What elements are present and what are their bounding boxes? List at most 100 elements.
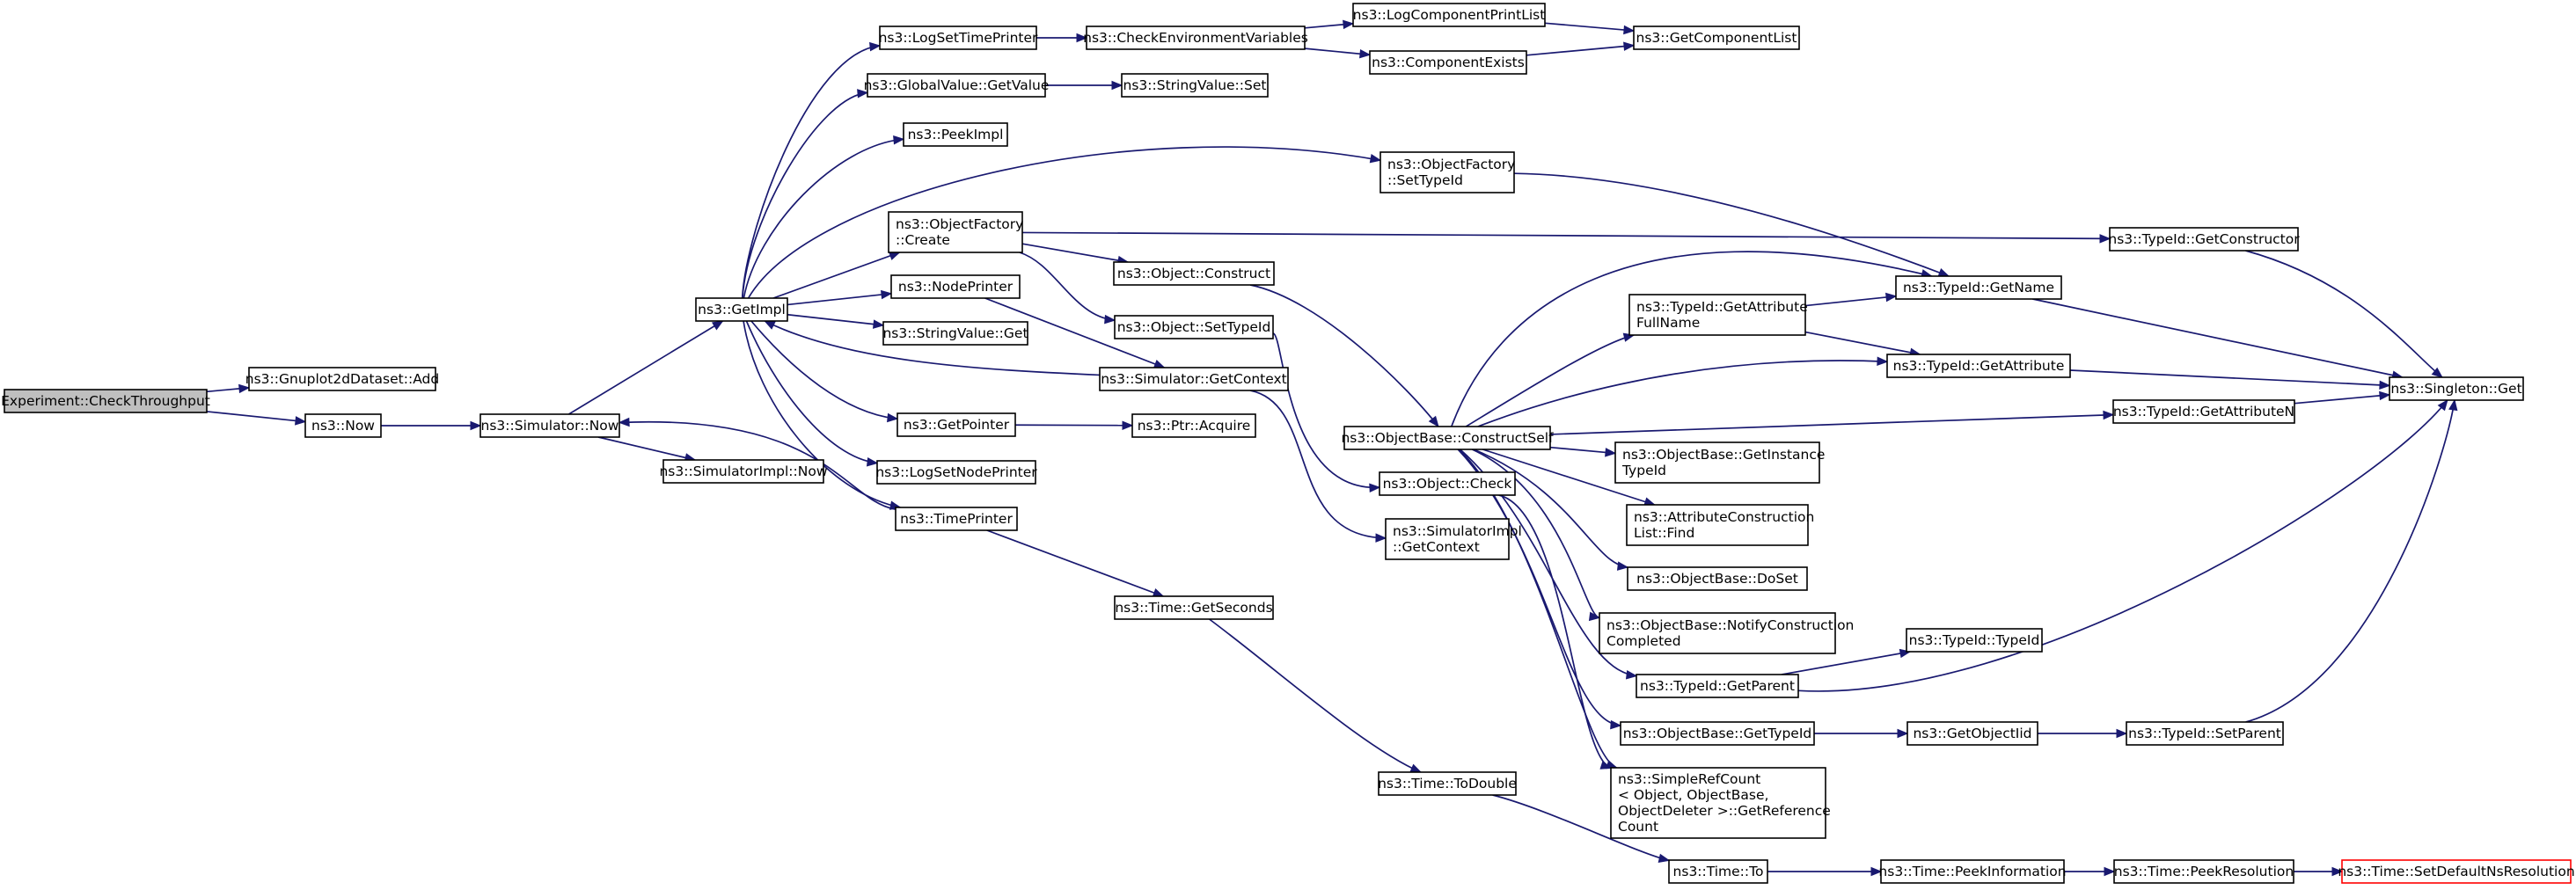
node-box: [2112, 399, 2295, 424]
edge-type-id-get-name-to-singleton-get: [2032, 298, 2403, 378]
node-log-set-node-printer[interactable]: ns3::LogSetNodePrinter: [875, 460, 1037, 485]
node-string-value-set[interactable]: ns3::StringValue::Set: [1121, 73, 1269, 98]
node-box: [695, 297, 788, 322]
node-sim-impl-get-context[interactable]: ns3::SimulatorImpl::GetContext: [1385, 518, 1522, 560]
node-object-base-get-type-id[interactable]: ns3::ObjectBase::GetTypeId: [1620, 721, 1815, 746]
node-box: [1620, 721, 1815, 746]
node-global-value-get-value[interactable]: ns3::GlobalValue::GetValue: [864, 73, 1050, 98]
node-object-set-type-id[interactable]: ns3::Object::SetTypeId: [1114, 315, 1274, 339]
node-box: [876, 460, 1036, 485]
edge-object-check-to-simple-ref-count-get-reference-count: [1498, 494, 1612, 770]
node-label-line: ns3::Gnuplot2dDataset::Add: [245, 371, 439, 387]
node-type-id-get-name[interactable]: ns3::TypeId::GetName: [1895, 275, 2062, 300]
node-label-line: FullName: [1636, 315, 1700, 331]
node-box: [879, 26, 1037, 50]
node-type-id-get-constructor[interactable]: ns3::TypeId::GetConstructor: [2108, 227, 2300, 252]
node-string-value-get[interactable]: ns3::StringValue::Get: [882, 321, 1028, 346]
node-box: [1895, 275, 2062, 300]
node-object-check[interactable]: ns3::Object::Check: [1379, 471, 1516, 496]
node-time-peek-resolution[interactable]: ns3::Time::PeekResolution: [2113, 859, 2294, 884]
edge-arrowhead: [1605, 448, 1617, 457]
node-type-id-type-id[interactable]: ns3::TypeId::TypeId: [1906, 628, 2043, 653]
edge-object-base-construct-self-to-type-id-get-attribute-n: [1549, 413, 2114, 435]
node-label-line: ns3::Object::Construct: [1117, 266, 1270, 281]
node-label-line: ns3::Object::Check: [1383, 476, 1512, 492]
node-box: [1627, 566, 1808, 591]
node-box: [1668, 859, 1768, 884]
node-label-line: List::Find: [1634, 525, 1694, 541]
node-label-line: ns3::PeekImpl: [908, 127, 1004, 142]
edge-arrowhead: [1153, 359, 1166, 368]
node-time-to[interactable]: ns3::Time::To: [1668, 859, 1768, 884]
edge-type-id-get-constructor-to-singleton-get: [2245, 250, 2443, 378]
edge-sim-now-to-get-impl: [568, 320, 723, 415]
edge-arrowhead: [618, 417, 630, 427]
edge-arrowhead: [1610, 719, 1622, 730]
node-object-construct[interactable]: ns3::Object::Construct: [1113, 261, 1275, 286]
edge-time-get-seconds-to-time-to-double: [1209, 618, 1422, 773]
node-label-line: ns3::Time::GetSeconds: [1115, 600, 1272, 616]
node-label-line: ns3::Simulator::GetContext: [1101, 371, 1287, 387]
node-singleton-get[interactable]: ns3::Singleton::Get: [2389, 376, 2524, 401]
node-object-base-do-set[interactable]: ns3::ObjectBase::DoSet: [1627, 566, 1808, 591]
node-label-line: ns3::AttributeConstruction: [1634, 509, 1814, 525]
node-get-object-iid[interactable]: ns3::GetObjectIid: [1906, 721, 2038, 746]
edge-arrowhead: [1658, 853, 1671, 863]
node-label-line: ns3::TypeId::GetName: [1903, 280, 2054, 295]
node-box: [479, 413, 620, 438]
node-label-line: ns3::SimpleRefCount: [1618, 771, 1760, 787]
node-label-line: ::SetTypeId: [1387, 172, 1463, 188]
node-type-id-get-attribute[interactable]: ns3::TypeId::GetAttribute: [1886, 354, 2071, 378]
node-sim-now[interactable]: ns3::Simulator::Now: [479, 413, 620, 438]
edge-object-factory-create-to-object-construct: [1021, 243, 1129, 263]
node-component-exists[interactable]: ns3::ComponentExists: [1369, 50, 1527, 75]
node-ptr-acquire[interactable]: ns3::Ptr::Acquire: [1131, 413, 1256, 438]
node-get-pointer[interactable]: ns3::GetPointer: [896, 412, 1016, 437]
node-label-line: ns3::TypeId::GetAttributeN: [2113, 404, 2294, 419]
edge-arrowhead: [1870, 866, 1883, 877]
node-node-printer[interactable]: ns3::NodePrinter: [890, 274, 1021, 299]
node-type-id-set-parent[interactable]: ns3::TypeId::SetParent: [2126, 721, 2284, 746]
node-box: [1131, 413, 1256, 438]
node-sim-impl-now[interactable]: ns3::SimulatorImpl::Now: [659, 459, 828, 484]
node-type-id-get-attribute-n[interactable]: ns3::TypeId::GetAttributeN: [2112, 399, 2295, 424]
node-log-component-print-list[interactable]: ns3::LogComponentPrintList: [1352, 3, 1546, 27]
node-label-line: ns3::ObjectBase::DoSet: [1636, 571, 1798, 587]
node-time-peek-information[interactable]: ns3::Time::PeekInformation: [1878, 859, 2067, 884]
node-log-set-time-printer[interactable]: ns3::LogSetTimePrinter: [879, 26, 1038, 50]
node-get-component-list[interactable]: ns3::GetComponentList: [1633, 26, 1800, 50]
node-object-base-notify-construction-completed[interactable]: ns3::ObjectBase::NotifyConstructionCompl…: [1599, 612, 1854, 654]
node-simple-ref-count-get-reference-count[interactable]: ns3::SimpleRefCount< Object, ObjectBase,…: [1610, 767, 1831, 839]
node-peek-impl[interactable]: ns3::PeekImpl: [903, 122, 1008, 147]
node-box: [2389, 376, 2524, 401]
node-box: [896, 412, 1016, 437]
node-object-factory-set-type-id[interactable]: ns3::ObjectFactory::SetTypeId: [1379, 151, 1515, 193]
node-type-id-get-parent[interactable]: ns3::TypeId::GetParent: [1636, 674, 1799, 698]
edge-arrowhead: [1625, 670, 1638, 680]
node-gnuplot-add[interactable]: ns3::Gnuplot2dDataset::Add: [245, 367, 439, 391]
node-label-line: ns3::Object::SetTypeId: [1117, 319, 1271, 335]
node-get-impl[interactable]: ns3::GetImpl: [695, 297, 788, 322]
edge-get-impl-to-log-set-time-printer: [741, 45, 881, 299]
node-now[interactable]: ns3::Now: [304, 413, 382, 438]
node-sim-get-context[interactable]: ns3::Simulator::GetContext: [1099, 367, 1289, 391]
edge-arrowhead: [1588, 611, 1601, 622]
node-time-set-default-ns-resolution[interactable]: ns3::Time::SetDefaultNsResolution: [2338, 859, 2575, 884]
node-time-printer[interactable]: ns3::TimePrinter: [895, 507, 1018, 531]
node-object-factory-create[interactable]: ns3::ObjectFactory::Create: [888, 211, 1023, 253]
node-label-line: ns3::ObjectBase::ConstructSelf: [1341, 430, 1554, 446]
node-label-line: ns3::ObjectBase::NotifyConstruction: [1606, 617, 1854, 633]
node-object-base-construct-self[interactable]: ns3::ObjectBase::ConstructSelf: [1341, 426, 1554, 450]
node-label-line: ns3::Now: [311, 418, 375, 434]
node-label-line: ns3::ObjectBase::GetTypeId: [1623, 726, 1812, 741]
node-time-to-double[interactable]: ns3::Time::ToDouble: [1378, 771, 1517, 796]
edge-arrowhead: [2379, 390, 2391, 401]
node-check-env-vars[interactable]: ns3::CheckEnvironmentVariables: [1083, 26, 1308, 50]
node-box: [1113, 261, 1275, 286]
edge-arrowhead: [1599, 760, 1613, 770]
node-label-line: ns3::ObjectFactory: [1387, 157, 1515, 172]
node-time-get-seconds[interactable]: ns3::Time::GetSeconds: [1114, 595, 1274, 620]
